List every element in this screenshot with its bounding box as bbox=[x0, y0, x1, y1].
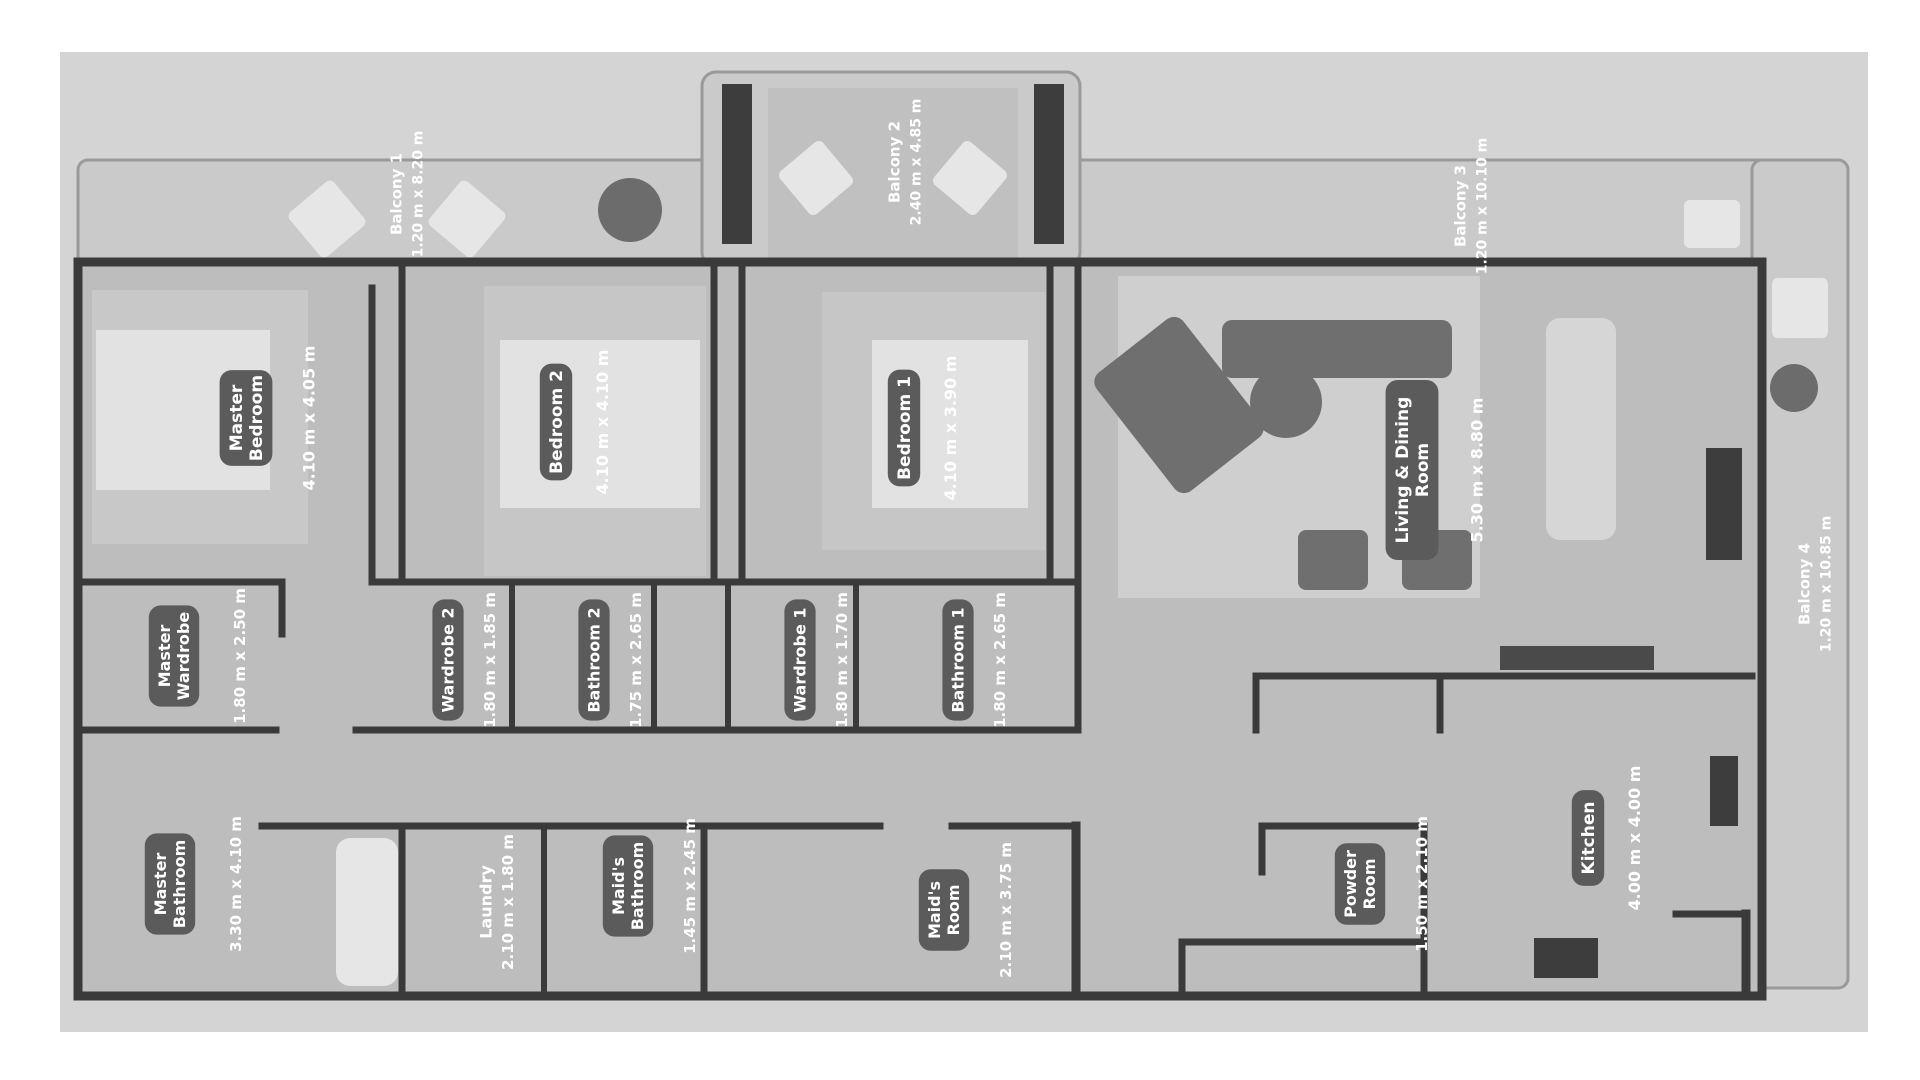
room-dimensions: 1.75 m x 2.65 m bbox=[627, 592, 645, 728]
master-bathroom-label: MasterBathroom 3.30 m x 4.10 m bbox=[144, 816, 245, 952]
kitchen-cooktop bbox=[1534, 938, 1598, 978]
room-dimensions: 2.40 m x 4.85 m bbox=[908, 99, 924, 226]
room-dimensions: 1.20 m x 10.85 m bbox=[1818, 516, 1834, 653]
room-name-badge bbox=[602, 835, 654, 937]
bathroom-2-label: Bathroom 2 1.75 m x 2.65 m bbox=[578, 592, 645, 728]
room-dimensions: 1.20 m x 8.20 m bbox=[410, 131, 426, 258]
lounger bbox=[288, 180, 366, 258]
balcony-1-label: Balcony 1 1.20 m x 8.20 m bbox=[387, 131, 426, 258]
room-name-badge bbox=[578, 599, 610, 721]
bedroom-2-label: Bedroom 2 4.10 m x 4.10 m bbox=[539, 350, 612, 495]
room-name: Wardrobe 1 bbox=[791, 607, 810, 712]
room-name: Living & DiningRoom bbox=[1393, 397, 1433, 544]
room-dimensions: 4.10 m x 4.10 m bbox=[593, 350, 612, 495]
powder-room-label: PowderRoom 1.50 m x 2.10 m bbox=[1334, 816, 1431, 952]
planter-left bbox=[722, 84, 752, 244]
room-name-badge bbox=[942, 599, 974, 721]
room-name-badge bbox=[918, 869, 970, 951]
walls bbox=[73, 257, 1767, 1001]
room-name-badge bbox=[148, 605, 200, 707]
lounger bbox=[428, 180, 506, 258]
room-name: PowderRoom bbox=[1341, 850, 1379, 918]
room-dimensions: 1.45 m x 2.45 m bbox=[681, 818, 699, 954]
plant bbox=[598, 178, 662, 242]
room-dimensions: 4.10 m x 3.90 m bbox=[941, 356, 960, 501]
lounger bbox=[1772, 278, 1828, 338]
room-dimensions: 1.80 m x 2.50 m bbox=[231, 588, 249, 724]
sideboard bbox=[1500, 646, 1654, 670]
room-name-badge bbox=[144, 833, 196, 935]
room-dimensions: 1.50 m x 2.10 m bbox=[1413, 816, 1431, 952]
room-name: Bathroom 2 bbox=[585, 607, 604, 712]
bathtub bbox=[336, 838, 398, 986]
maids-room-label: Maid'sRoom 2.10 m x 3.75 m bbox=[918, 842, 1015, 978]
room-name-badge bbox=[219, 370, 273, 466]
lounger bbox=[933, 141, 1007, 215]
room-name-badge bbox=[432, 599, 464, 721]
plant bbox=[1770, 364, 1818, 412]
room-name: Maid'sBathroom bbox=[609, 842, 647, 931]
living-dining-label: Living & DiningRoom 5.30 m x 8.80 m bbox=[1385, 379, 1486, 561]
room-dimensions: 2.10 m x 1.80 m bbox=[499, 834, 517, 970]
room-name: Balcony 2 bbox=[885, 121, 903, 203]
dining-table bbox=[1546, 318, 1616, 540]
room-name: Wardrobe 2 bbox=[439, 607, 458, 712]
room-name-badge bbox=[887, 369, 921, 487]
room-name: Kitchen bbox=[1579, 802, 1599, 875]
balcony-3-label: Balcony 3 1.20 m x 10.10 m bbox=[1451, 138, 1490, 275]
lounger bbox=[779, 141, 853, 215]
bedroom-1-label: Bedroom 1 4.10 m x 3.90 m bbox=[887, 356, 960, 501]
room-name: Maid'sRoom bbox=[925, 881, 963, 939]
room-dimensions: 4.00 m x 4.00 m bbox=[1625, 766, 1644, 911]
room-name-badge bbox=[1571, 790, 1605, 886]
room-name: Bedroom 2 bbox=[547, 370, 567, 474]
room-name-badge bbox=[1385, 379, 1439, 561]
room-name: Laundry bbox=[477, 865, 496, 939]
balconies bbox=[76, 70, 1850, 990]
room-name: Balcony 4 bbox=[1795, 543, 1813, 625]
master-wardrobe-label: MasterWardrobe 1.80 m x 2.50 m bbox=[148, 588, 249, 724]
room-name: MasterBedroom bbox=[227, 375, 267, 461]
room-labels: MasterBedroom 4.10 m x 4.05 m Bedroom 2 4.1… bbox=[144, 99, 1834, 978]
wardrobe-1-label: Wardrobe 1 1.80 m x 1.70 m bbox=[784, 592, 851, 728]
room-dimensions: 1.80 m x 1.85 m bbox=[481, 592, 499, 728]
room-dimensions: 3.30 m x 4.10 m bbox=[227, 816, 245, 952]
lounger bbox=[1684, 200, 1740, 248]
room-name: Bedroom 1 bbox=[895, 376, 915, 480]
bed bbox=[500, 340, 700, 508]
sofa bbox=[1094, 316, 1264, 494]
room-dimensions: 2.10 m x 3.75 m bbox=[997, 842, 1015, 978]
room-name: MasterWardrobe bbox=[155, 612, 193, 701]
room-dimensions: 1.80 m x 2.65 m bbox=[991, 592, 1009, 728]
balcony-4-label: Balcony 4 1.20 m x 10.85 m bbox=[1795, 516, 1834, 653]
outer-wall bbox=[73, 257, 1767, 1001]
kitchen-label: Kitchen 4.00 m x 4.00 m bbox=[1571, 766, 1644, 911]
coffee-table bbox=[1250, 366, 1322, 438]
kitchen-fridge bbox=[1710, 756, 1738, 826]
room-name: Balcony 3 bbox=[1451, 165, 1469, 247]
room-dimensions: 1.80 m x 1.70 m bbox=[833, 592, 851, 728]
master-bedroom-label: MasterBedroom 4.10 m x 4.05 m bbox=[219, 346, 318, 491]
room-dimensions: 5.30 m x 8.80 m bbox=[1467, 398, 1486, 543]
bathroom-1-label: Bathroom 1 1.80 m x 2.65 m bbox=[942, 592, 1009, 728]
sofa bbox=[1222, 320, 1452, 378]
tv-unit bbox=[1706, 448, 1742, 560]
room-name: Bathroom 1 bbox=[949, 607, 968, 712]
room-dimensions: 4.10 m x 4.05 m bbox=[299, 346, 318, 491]
room-name-badge bbox=[1334, 843, 1386, 925]
planter-right bbox=[1034, 84, 1064, 244]
room-name: Balcony 1 bbox=[387, 153, 405, 235]
balcony-2-label: Balcony 2 2.40 m x 4.85 m bbox=[885, 99, 924, 226]
room-dimensions: 1.20 m x 10.10 m bbox=[1474, 138, 1490, 275]
room-name: MasterBathroom bbox=[151, 840, 189, 929]
wardrobe-2-label: Wardrobe 2 1.80 m x 1.85 m bbox=[432, 592, 499, 728]
maids-bathroom-label: Maid'sBathroom 1.45 m x 2.45 m bbox=[602, 818, 699, 954]
room-name-badge bbox=[539, 363, 573, 481]
armchair bbox=[1298, 530, 1368, 590]
room-name-badge bbox=[784, 599, 816, 721]
